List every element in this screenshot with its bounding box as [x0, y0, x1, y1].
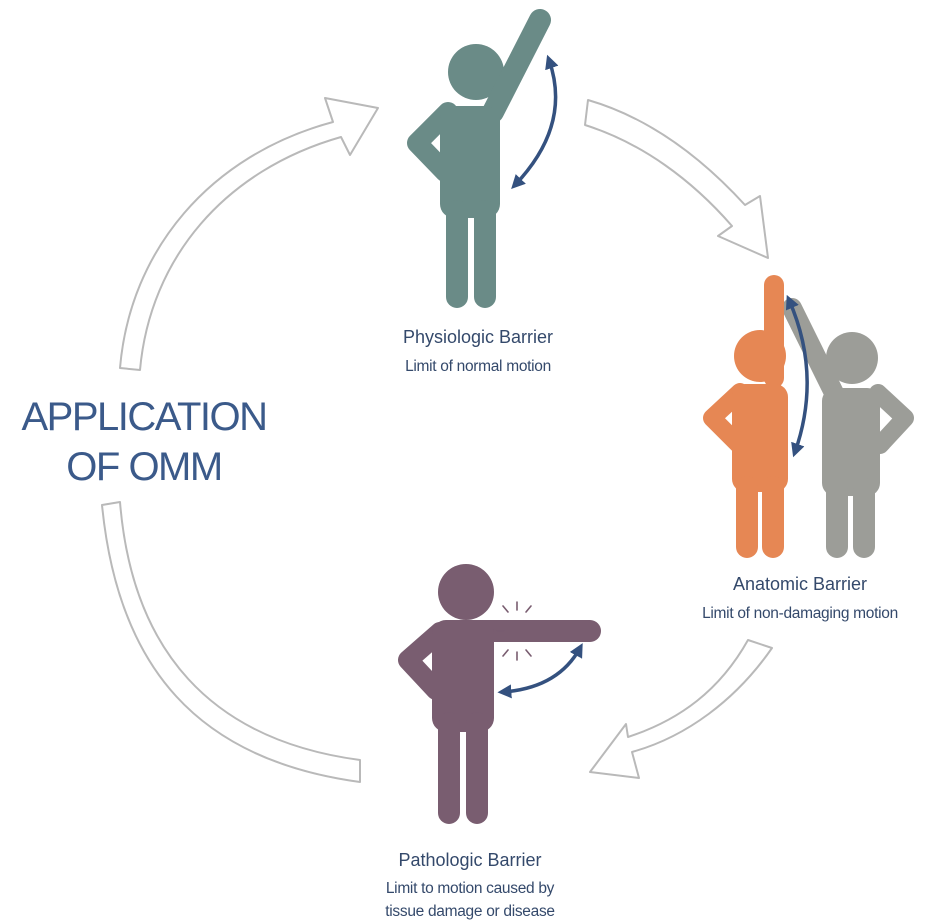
- physiologic-figure-torso: [440, 106, 500, 218]
- cycle-title: APPLICATION OF OMM: [21, 395, 268, 489]
- pathologic-figure-arm-hip: [398, 622, 450, 700]
- anatomic-figure-leg-right: [762, 476, 784, 558]
- physiologic-figure: [407, 9, 551, 308]
- cycle-arrow-top-right: [584, 99, 769, 259]
- pathologic-figure-head: [438, 564, 494, 620]
- pathologic-figure-leg-right: [466, 712, 488, 824]
- anatomic-figure-arm-hip: [703, 383, 749, 453]
- pathologic-figure-torso: [432, 620, 494, 732]
- physiologic-figure-head: [448, 44, 504, 100]
- anatomic-barrier-description: Limit of non-damaging motion: [702, 605, 898, 622]
- physiologic-figure-arm-hip: [407, 102, 458, 182]
- anatomic-barrier-title: Anatomic Barrier: [733, 574, 867, 594]
- physiologic-motion-arrow: [511, 54, 559, 190]
- anatomic-ghost-figure: [782, 298, 914, 558]
- physiologic-figure-leg-right: [474, 200, 496, 308]
- title-line-2: OF OMM: [66, 445, 221, 489]
- physiologic-label: Physiologic Barrier Limit of normal moti…: [403, 327, 553, 375]
- pathologic-barrier-description-line-2: tissue damage or disease: [385, 903, 554, 920]
- title-line-1: APPLICATION: [21, 395, 266, 439]
- physiologic-barrier-title: Physiologic Barrier: [403, 327, 553, 347]
- pathologic-motion-arrow: [497, 643, 583, 699]
- pathologic-barrier-description-line-1: Limit to motion caused by: [386, 880, 555, 897]
- cycle-arrow-bottom-right: [589, 639, 773, 779]
- anatomic-ghost-figure-leg-right: [853, 478, 875, 558]
- anatomic-ghost-figure-torso: [822, 388, 880, 496]
- anatomic-ghost-figure-head: [826, 332, 878, 384]
- anatomic-figure-leg-left: [736, 476, 758, 558]
- cycle-arrow-left-lower: [101, 501, 361, 783]
- anatomic-ghost-figure-leg-left: [826, 478, 848, 558]
- pathologic-label: Pathologic Barrier Limit to motion cause…: [385, 850, 555, 920]
- pathologic-figure-leg-left: [438, 712, 460, 824]
- anatomic-ghost-figure-arm-hip: [869, 384, 914, 454]
- cycle-arrow-left-upper: [119, 97, 379, 371]
- physiologic-figure-leg-left: [446, 200, 468, 308]
- anatomic-label: Anatomic Barrier Limit of non-damaging m…: [702, 574, 898, 622]
- pathologic-figure: [398, 564, 601, 824]
- anatomic-motion-arrow: [785, 294, 809, 458]
- pathologic-barrier-title: Pathologic Barrier: [398, 850, 541, 870]
- anatomic-figure-torso: [732, 384, 788, 492]
- physiologic-barrier-description: Limit of normal motion: [405, 358, 551, 375]
- anatomic-figure: [703, 275, 788, 558]
